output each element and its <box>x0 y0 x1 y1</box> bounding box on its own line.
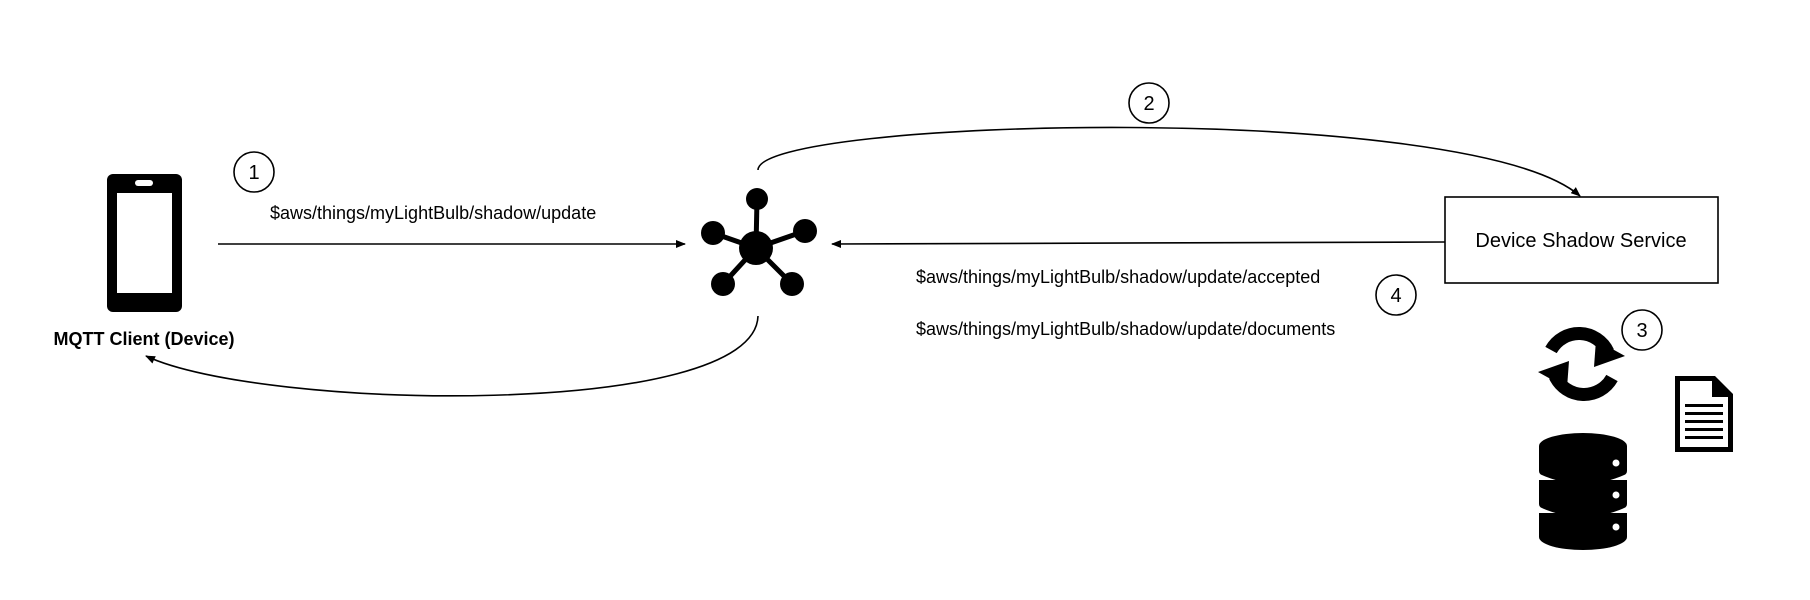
database-icon <box>1538 433 1628 550</box>
topic-accepted-label: $aws/things/myLightBulb/shadow/update/ac… <box>916 267 1320 287</box>
arrow-service-to-broker <box>831 239 1446 248</box>
document-icon <box>1675 376 1733 452</box>
topic-update-label: $aws/things/myLightBulb/shadow/update <box>270 203 596 223</box>
hub-network-icon <box>701 188 817 296</box>
smartphone-icon <box>107 174 182 312</box>
sync-icon <box>1538 327 1625 401</box>
step-2-badge: 2 <box>1128 82 1170 124</box>
arrow-broker-to-device <box>145 315 759 397</box>
step-1-badge: 1 <box>233 151 275 193</box>
topic-documents-label: $aws/things/myLightBulb/shadow/update/do… <box>916 319 1335 339</box>
device-label: MQTT Client (Device) <box>53 329 234 349</box>
step-4-badge: 4 <box>1375 274 1417 316</box>
service-label: Device Shadow Service <box>1475 230 1686 252</box>
svg-text:3: 3 <box>1636 320 1647 342</box>
svg-text:4: 4 <box>1390 285 1401 307</box>
step-3-badge: 3 <box>1621 309 1663 351</box>
svg-text:2: 2 <box>1143 93 1154 115</box>
arrow-broker-to-service <box>757 126 1581 197</box>
svg-text:1: 1 <box>248 162 259 184</box>
device-shadow-service-box <box>1444 196 1719 284</box>
